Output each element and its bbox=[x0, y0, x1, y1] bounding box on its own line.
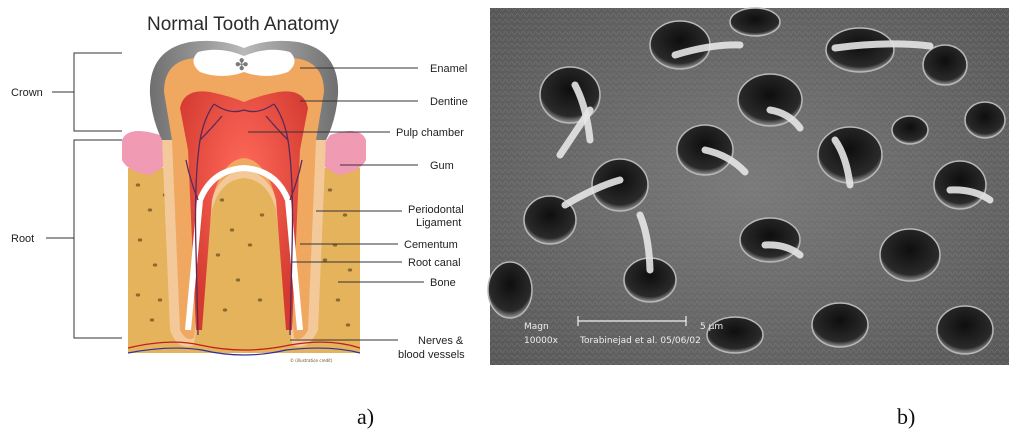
bone-spot bbox=[153, 263, 157, 266]
tubule-opening bbox=[730, 8, 780, 36]
credit-tiny: © (illustration credit) bbox=[290, 358, 333, 363]
panel-b: Magn 5 μm 10000x Torabinejad et al. 05/0… bbox=[488, 8, 1009, 429]
scale-magn-value: 10000x bbox=[524, 336, 559, 346]
right-labels: Enamel Dentine Pulp chamber Gum Periodon… bbox=[396, 63, 468, 361]
tubule-opening bbox=[812, 303, 868, 347]
bone-spot bbox=[258, 298, 262, 301]
bone-spot bbox=[230, 228, 234, 231]
label-periodontal-2: Ligament bbox=[416, 217, 461, 229]
panel-a-title: Normal Tooth Anatomy bbox=[147, 14, 339, 35]
tubule-opening bbox=[740, 218, 800, 262]
tubule-opening bbox=[923, 45, 967, 85]
scale-magn-label: Magn bbox=[524, 322, 549, 332]
label-dentine: Dentine bbox=[430, 96, 468, 108]
caption-a: a) bbox=[357, 404, 374, 429]
label-root-canal: Root canal bbox=[408, 257, 461, 269]
label-periodontal-1: Periodontal bbox=[408, 204, 464, 216]
bone-spot bbox=[216, 253, 220, 256]
crown-bracket: Crown bbox=[11, 53, 122, 131]
bone-spot bbox=[148, 208, 152, 211]
bone-spot bbox=[260, 213, 264, 216]
label-gum: Gum bbox=[430, 160, 454, 172]
tubule-opening bbox=[892, 116, 928, 144]
bone-spot bbox=[348, 268, 352, 271]
bone-spot bbox=[138, 238, 142, 241]
collagen-fiber bbox=[835, 44, 930, 48]
label-enamel: Enamel bbox=[430, 63, 467, 75]
scale-credit: Torabinejad et al. 05/06/02 bbox=[579, 336, 701, 346]
caption-b: b) bbox=[897, 404, 915, 429]
bone-spot bbox=[328, 188, 332, 191]
scale-length: 5 μm bbox=[700, 322, 723, 332]
label-nerves-2: blood vessels bbox=[398, 349, 465, 361]
bone-spot bbox=[236, 278, 240, 281]
root-bracket: Root bbox=[11, 140, 122, 338]
bone-spot bbox=[343, 213, 347, 216]
bone-spot bbox=[136, 293, 140, 296]
bone-spot bbox=[323, 258, 327, 261]
bone-spot bbox=[220, 198, 224, 201]
label-root: Root bbox=[11, 233, 34, 245]
bone-spot bbox=[248, 243, 252, 246]
tubule-opening bbox=[488, 262, 532, 318]
tubule-opening bbox=[880, 229, 940, 281]
label-nerves-1: Nerves & bbox=[418, 335, 464, 347]
bone-spot bbox=[150, 318, 154, 321]
label-cementum: Cementum bbox=[404, 239, 458, 251]
tubule-opening bbox=[934, 161, 986, 209]
label-bone: Bone bbox=[430, 277, 456, 289]
bone-spot bbox=[136, 183, 140, 186]
bone-spot bbox=[223, 308, 227, 311]
bone-spot bbox=[346, 323, 350, 326]
cusp-mark: ✤ bbox=[235, 55, 248, 74]
bone-spot bbox=[158, 298, 162, 301]
label-pulp-chamber: Pulp chamber bbox=[396, 127, 464, 139]
tubule-opening bbox=[937, 306, 993, 354]
bone-spot bbox=[336, 298, 340, 301]
label-crown: Crown bbox=[11, 87, 43, 99]
tubule-opening bbox=[965, 102, 1005, 138]
panel-a: Normal Tooth Anatomy ✤ bbox=[11, 14, 468, 429]
